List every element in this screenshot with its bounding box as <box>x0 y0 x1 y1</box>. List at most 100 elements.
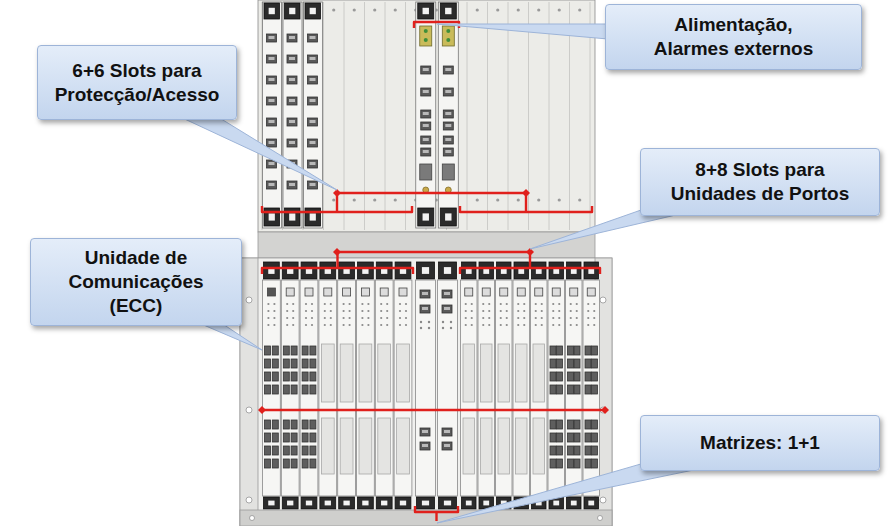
port <box>302 359 308 368</box>
red-bracket <box>460 268 600 274</box>
port-contact <box>269 78 275 81</box>
card-handle <box>358 262 374 279</box>
status-led <box>367 303 369 305</box>
card-icon <box>500 288 508 296</box>
port <box>574 420 580 429</box>
screw <box>394 8 397 11</box>
status-led <box>343 324 345 326</box>
status-led <box>292 317 294 319</box>
status-led <box>311 310 313 312</box>
card-handle <box>532 262 547 279</box>
port <box>420 442 430 450</box>
handle-latch <box>381 501 387 506</box>
port <box>308 34 318 42</box>
status-led <box>465 310 467 312</box>
status-led <box>500 317 502 319</box>
status-led <box>343 310 345 312</box>
mounting-ear <box>240 258 258 526</box>
card-handle <box>285 3 301 19</box>
port <box>550 459 556 468</box>
status-led <box>517 317 519 319</box>
port <box>291 372 297 381</box>
port <box>420 290 430 298</box>
screw <box>558 8 561 11</box>
status-led <box>500 324 502 326</box>
card-icon <box>552 288 560 296</box>
slot-divider <box>508 2 509 230</box>
power-connector <box>420 26 432 46</box>
port <box>302 459 308 468</box>
port-contact <box>310 78 316 81</box>
status-led <box>506 324 508 326</box>
callout-box: 6+6 Slots para Protecção/Acesso <box>37 45 237 120</box>
status-led <box>399 303 401 305</box>
handle-latch <box>571 501 577 506</box>
screw <box>332 8 335 11</box>
port <box>443 148 453 156</box>
red-markings <box>258 22 609 521</box>
status-led <box>535 317 537 319</box>
status-led <box>399 310 401 312</box>
card-handle <box>584 497 599 509</box>
status-led <box>405 303 407 305</box>
port <box>302 372 308 381</box>
screw <box>332 198 335 201</box>
card-icon <box>343 288 351 296</box>
port-card <box>531 280 548 496</box>
screw <box>578 198 581 201</box>
port <box>310 446 316 455</box>
port <box>421 122 431 130</box>
slot-divider <box>528 2 529 230</box>
port <box>550 433 556 442</box>
status-led <box>535 310 537 312</box>
port <box>287 97 297 105</box>
card-handle <box>301 497 317 509</box>
card-handle <box>305 208 321 226</box>
port-card <box>375 280 393 496</box>
screw <box>558 198 561 201</box>
port <box>283 359 289 368</box>
port <box>585 459 591 468</box>
card-handle <box>376 497 392 509</box>
status-led <box>286 310 288 312</box>
port <box>443 136 453 144</box>
status-led <box>386 317 388 319</box>
status-led <box>552 317 554 319</box>
power-pin <box>424 29 428 33</box>
port <box>310 433 316 442</box>
status-led <box>442 321 444 323</box>
port <box>291 359 297 368</box>
port <box>574 446 580 455</box>
port-contact <box>445 68 451 71</box>
port-contact <box>310 162 316 165</box>
port-contact <box>269 57 275 60</box>
port-contact <box>289 120 295 123</box>
port <box>550 372 556 381</box>
status-led <box>273 303 275 305</box>
status-led <box>570 324 572 326</box>
status-led <box>380 310 382 312</box>
status-led <box>343 317 345 319</box>
port <box>557 446 563 455</box>
status-led <box>349 324 351 326</box>
status-led <box>488 317 490 319</box>
red-bracket <box>415 506 458 512</box>
status-led <box>286 303 288 305</box>
status-led <box>330 303 332 305</box>
port <box>592 446 598 455</box>
card-handle <box>264 497 280 509</box>
status-led <box>420 321 422 323</box>
port <box>585 372 591 381</box>
handle-latch <box>343 501 349 506</box>
port-contact <box>269 99 275 102</box>
card-handle <box>514 262 529 279</box>
db-connector <box>420 164 432 180</box>
handle-latch <box>445 213 451 220</box>
card-handle <box>320 262 336 279</box>
screw <box>373 198 376 201</box>
red-line <box>337 251 530 253</box>
status-led <box>593 303 595 305</box>
callout-text: Matrizes: 1+1 <box>700 431 820 455</box>
port <box>574 459 580 468</box>
red-bracket <box>262 268 413 274</box>
